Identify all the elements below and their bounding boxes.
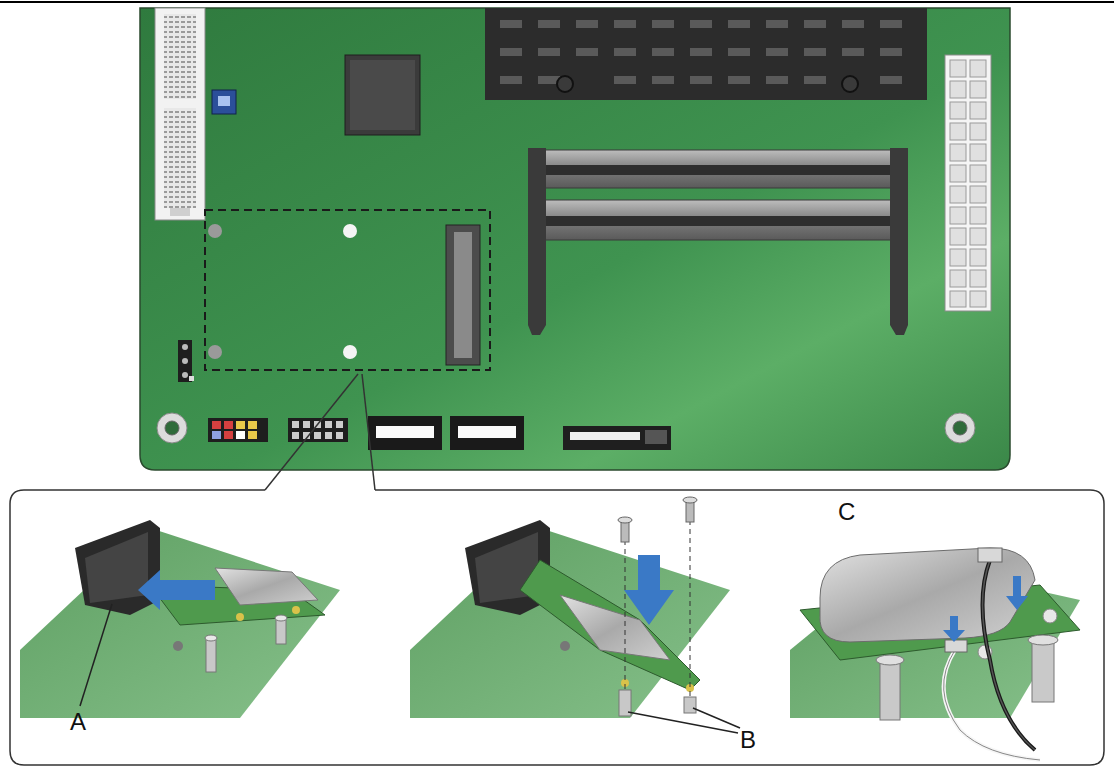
callout-letter: B	[740, 728, 756, 752]
callout-letter: C	[838, 500, 855, 524]
callout-letter: A	[70, 710, 86, 734]
